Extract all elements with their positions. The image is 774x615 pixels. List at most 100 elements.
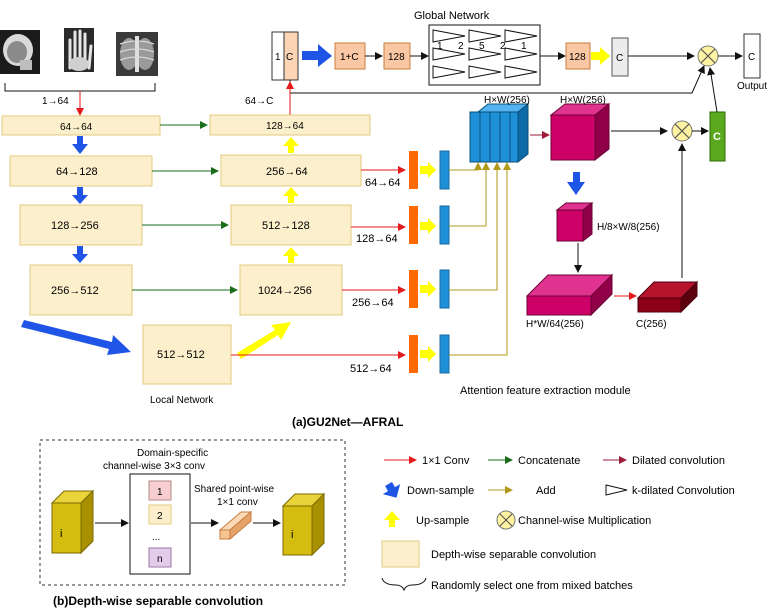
small-cube-label: H/8×W/8(256) — [597, 222, 660, 233]
downsample-arrows — [21, 136, 131, 355]
encoder-label: 64→128 — [56, 166, 98, 178]
c-channel-label: C — [286, 52, 293, 63]
side-upsample — [420, 281, 436, 297]
legend-down-icon — [382, 481, 401, 498]
small-cube — [555, 201, 594, 243]
c-to-global-multiply — [707, 67, 718, 113]
dw-title-1: Domain-specific — [137, 448, 208, 459]
dilated-triangle — [468, 29, 502, 43]
side-upsample — [420, 162, 436, 178]
cube-front — [550, 114, 596, 161]
global-block-3 — [565, 42, 591, 70]
add-arrows — [449, 162, 511, 356]
side-label: 512→64 — [350, 363, 392, 375]
feature-stack — [469, 102, 530, 164]
legend-concat: Concatenate — [518, 455, 580, 467]
decoder-label: 128→64 — [266, 121, 304, 132]
stack-slice — [479, 111, 491, 163]
caption-a: (a)GU2Net—AFRAL — [292, 415, 403, 429]
slab-front — [526, 295, 592, 316]
legend-dsc: Depth-wise separable convolution — [431, 549, 596, 561]
dw-input-cube: i — [50, 489, 95, 555]
down-arrow — [72, 187, 88, 204]
dark-slab — [636, 280, 699, 314]
legend-kdilated: k-dilated Convolution — [632, 485, 735, 497]
prism-front — [219, 529, 231, 540]
down-arrow — [72, 246, 88, 263]
decoder-block-2 — [220, 154, 362, 187]
dw-cube-front — [51, 502, 82, 554]
dw-conv-panel — [39, 439, 346, 586]
side-outputs: 64→64 128→64 256→64 512→64 — [231, 150, 450, 375]
down-arrow — [72, 136, 88, 154]
channel-multiply-cross — [700, 48, 716, 64]
decoder-label: 1024→256 — [258, 285, 312, 297]
dw-channel-2 — [148, 504, 172, 525]
blue-feature — [439, 205, 450, 245]
pointwise-prism — [218, 510, 253, 541]
encoder-label: 64→64 — [60, 122, 93, 133]
dilated-triangle — [432, 47, 466, 61]
dilation-rate: 5 — [479, 41, 485, 52]
small-cube-front — [556, 209, 584, 242]
dw-channel-n — [148, 547, 172, 568]
legend-up: Up-sample — [416, 515, 469, 527]
dilation-rate: 1 — [521, 41, 527, 52]
dilated-triangles — [432, 29, 538, 79]
dark-slab-front — [637, 297, 682, 313]
dilated-triangle — [504, 47, 538, 61]
blue-feature — [439, 150, 450, 190]
bottleneck-block — [142, 324, 232, 385]
chest-xray-icon — [115, 31, 159, 77]
reshape-slab — [525, 273, 614, 317]
blue-feature — [439, 334, 450, 374]
stack-slice — [469, 111, 481, 163]
input-images — [0, 26, 159, 77]
hand-xray-icon — [62, 26, 96, 74]
caption-b: (b)Depth-wise separable convolution — [53, 594, 263, 608]
up-arrow — [237, 322, 291, 359]
dw-channel-2-label: 2 — [157, 511, 163, 522]
small-cube-side — [582, 201, 593, 243]
side-upsample — [420, 346, 436, 362]
side-upsample — [420, 218, 436, 234]
global-block-1-label: 1+C — [340, 52, 359, 63]
legend-add: Add — [536, 485, 556, 497]
stack-slice — [499, 111, 511, 163]
stack-side — [517, 102, 529, 164]
up-arrow — [283, 137, 299, 153]
global-block-2 — [383, 42, 411, 70]
attention-multiply-cross — [674, 123, 690, 139]
dilated-triangle — [504, 29, 538, 43]
up-arrow — [283, 247, 299, 263]
afem-label: Attention feature extraction module — [460, 385, 631, 397]
output-box — [743, 33, 761, 79]
dark-slab-label: C(256) — [636, 319, 667, 330]
global-block-1 — [334, 42, 366, 70]
dw-shared-2: 1×1 conv — [217, 497, 258, 508]
green-c-label: C — [713, 131, 721, 143]
global-downsample-arrow — [302, 44, 332, 67]
dw-out-front — [282, 505, 313, 556]
c-channel-box — [283, 31, 299, 81]
legend-dsc-box — [381, 540, 420, 568]
decoder-block-1 — [209, 114, 371, 136]
global-upsample-arrow — [591, 47, 610, 65]
stack-label: H×W(256) — [484, 95, 530, 106]
upsample-arrows — [237, 137, 299, 359]
output-label: Output — [737, 81, 767, 92]
global-network-title: Global Network — [414, 10, 490, 22]
input-brace — [4, 83, 156, 92]
legend-down: Down-sample — [407, 485, 474, 497]
add-arrow — [449, 162, 482, 171]
dilated-triangle — [432, 29, 466, 43]
legend-up-icon — [384, 511, 400, 527]
slab-label: H*W/64(256) — [526, 319, 584, 330]
legend-triangle-icon — [605, 484, 628, 496]
encoder-label: 128→256 — [51, 220, 99, 232]
add-arrow — [449, 162, 501, 291]
global-block-3-label: 128 — [569, 52, 586, 63]
encoder: 64→64 64→128 128→256 256→512 512→512 — [1, 115, 232, 385]
global-c-label: C — [616, 53, 623, 64]
side-label: 128→64 — [356, 233, 398, 245]
